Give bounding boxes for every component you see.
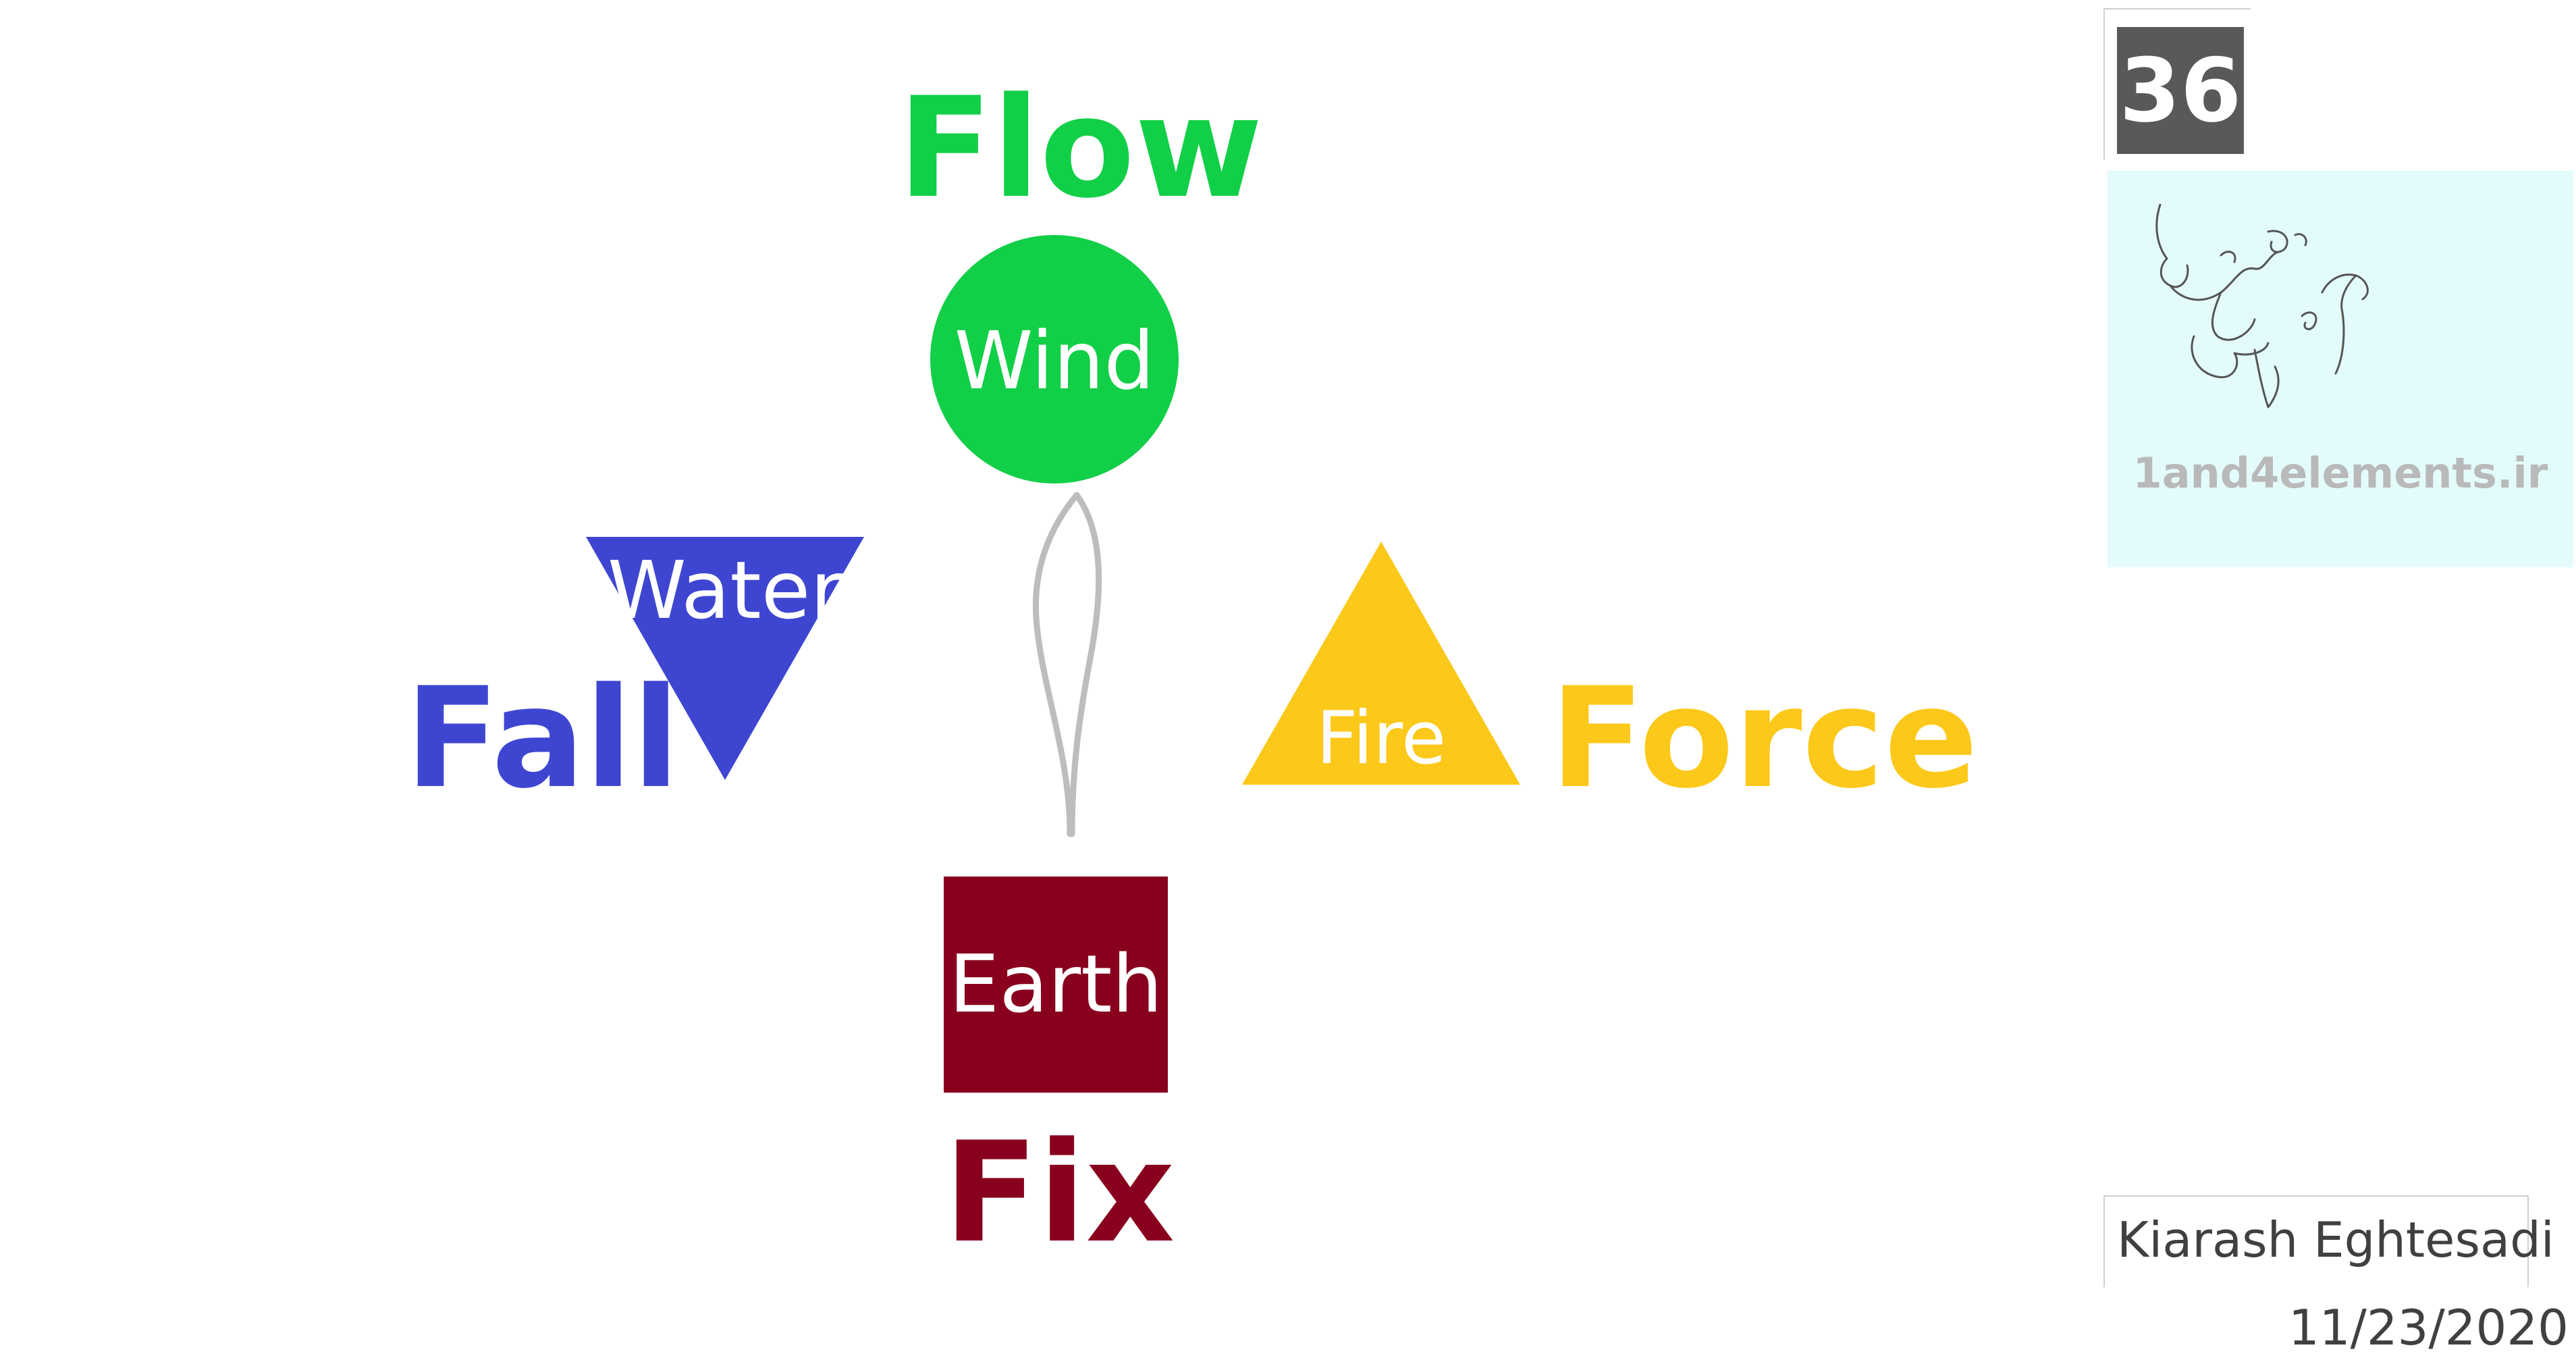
fire-label: Fire (1316, 696, 1447, 781)
fall-word: Fall (405, 658, 680, 819)
flow-word: Flow (898, 68, 1263, 229)
author-frame (2103, 1195, 2529, 1287)
connector-path (1032, 492, 1102, 837)
earth-label: Earth (948, 937, 1163, 1030)
wind-circle (930, 235, 1179, 484)
earth-square (944, 877, 1168, 1093)
calligraphy-logo-icon (2155, 203, 2369, 409)
logo-panel (2108, 171, 2573, 567)
water-label: Water (608, 544, 843, 637)
slide-number: 36 (2117, 27, 2244, 154)
wind-label: Wind (954, 314, 1155, 407)
fix-word: Fix (944, 1113, 1175, 1274)
website-label: 1and4elements.ir (2132, 448, 2548, 498)
fire-triangle (1242, 542, 1520, 785)
connector-stroke (1032, 492, 1102, 837)
water-triangle-shape (586, 537, 864, 780)
author-name: Kiarash Eghtesadi (2117, 1211, 2554, 1268)
fire-triangle-shape (1242, 542, 1520, 785)
slide-date: 11/23/2020 (2288, 1299, 2569, 1356)
slide-number-frame (2103, 8, 2251, 159)
force-word: Force (1550, 658, 1979, 819)
water-triangle (586, 537, 864, 780)
